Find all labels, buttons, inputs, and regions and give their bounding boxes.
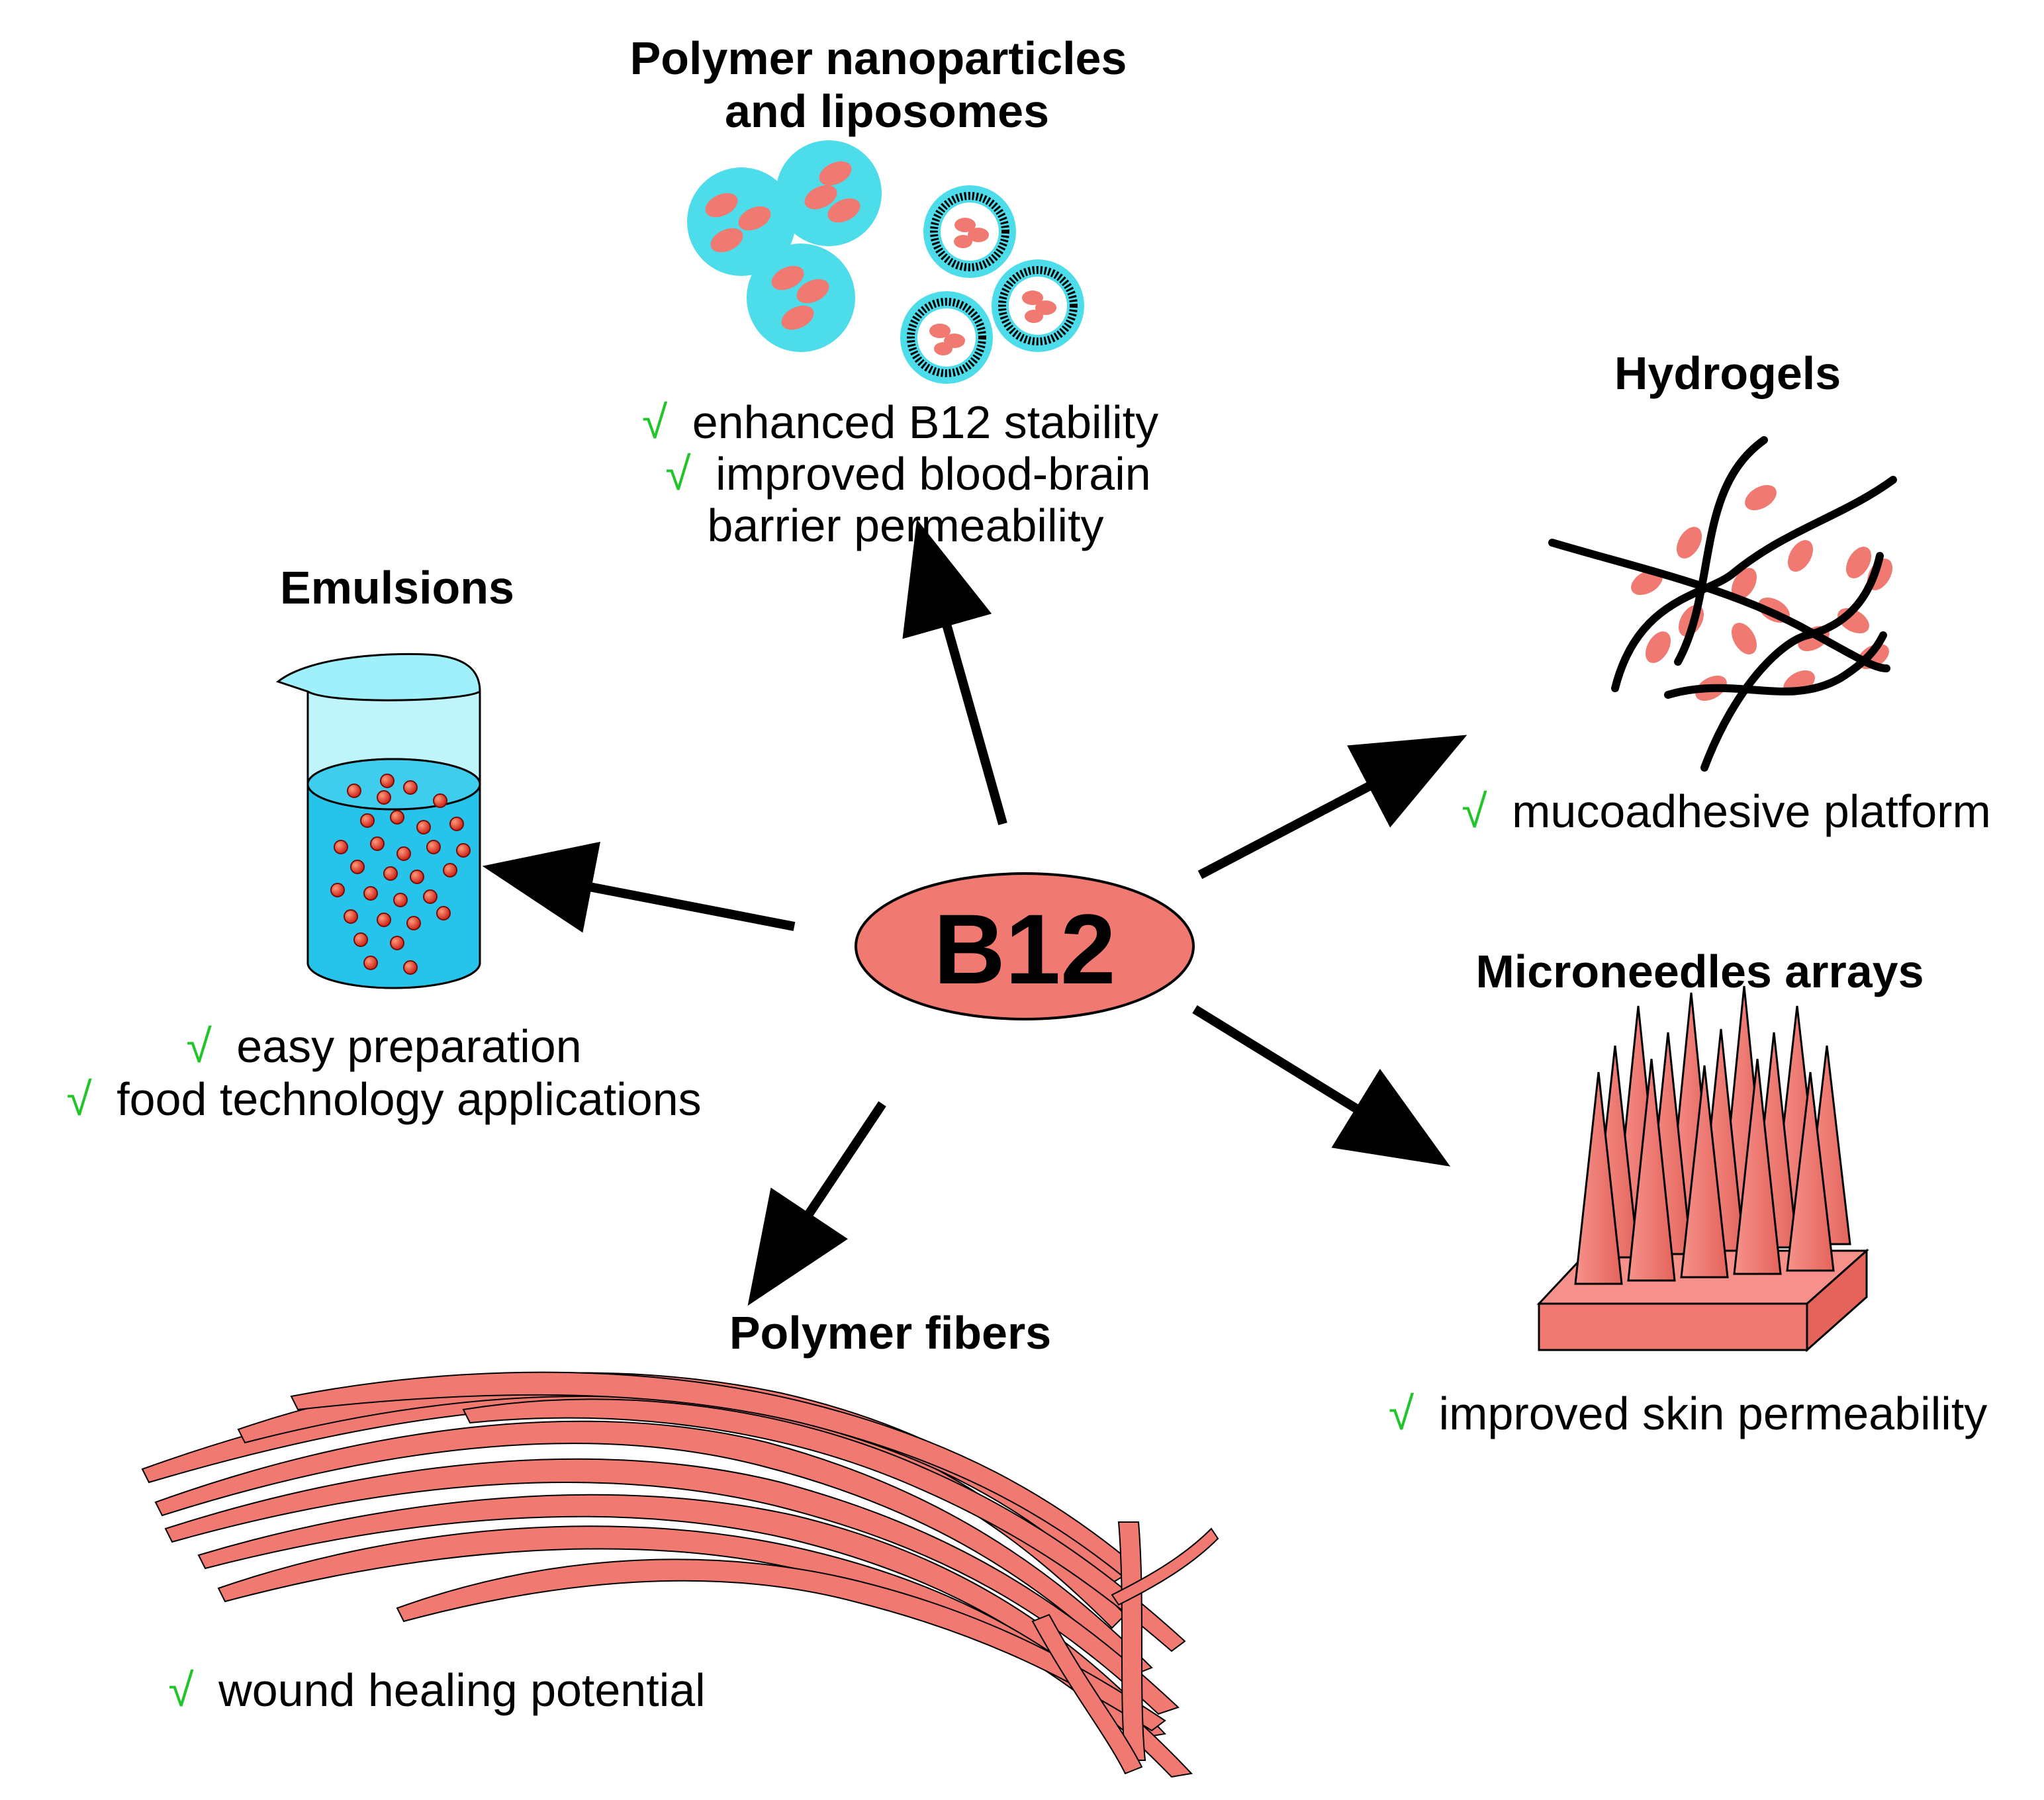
- emulsions-title: Emulsions: [280, 562, 514, 613]
- hydrogel-network-illustration: [1548, 436, 1897, 772]
- check-icon: √: [1462, 786, 1487, 837]
- polymer-nanoparticle: [776, 140, 882, 246]
- arrow-to-microneedles: [1192, 1005, 1451, 1167]
- arrow-to-fibers: [747, 1101, 886, 1306]
- check-icon: √: [168, 1664, 194, 1716]
- microneedle-array-illustration: [1536, 985, 1869, 1353]
- fibers-section: Polymer fibers √ wound healing potential: [141, 1307, 1219, 1778]
- nanoparticles-title-line2: and liposomes: [725, 85, 1049, 137]
- liposome-group: [900, 185, 1084, 384]
- microneedles-title: Microneedles arrays: [1475, 946, 1924, 997]
- check-icon: √: [186, 1020, 212, 1072]
- liposome: [923, 185, 1016, 278]
- nanoparticles-benefit-2: √ improved blood-brain: [665, 448, 1150, 500]
- polymer-fiber-bundle-illustration: [141, 1371, 1219, 1778]
- polymer-nanoparticle: [747, 244, 855, 352]
- b12-center-label: B12: [933, 893, 1115, 1005]
- check-icon: √: [1389, 1388, 1415, 1439]
- emulsions-benefit-1: √ easy preparation: [186, 1020, 581, 1072]
- nanoparticles-benefit-1: √ enhanced B12 stability: [642, 396, 1158, 448]
- nanoparticles-benefit-3: barrier permeability: [707, 500, 1103, 551]
- b12-center-node: B12: [855, 872, 1195, 1020]
- beaker-illustration: [275, 652, 481, 989]
- emulsions-benefit-2: √ food technology applications: [66, 1073, 701, 1125]
- fibers-benefit-1: √ wound healing potential: [168, 1664, 705, 1716]
- microneedle-cones: [1574, 985, 1851, 1285]
- microneedles-benefit-1: √ improved skin permeability: [1389, 1388, 1988, 1439]
- arrows: [482, 519, 1467, 1306]
- polymer-nanoparticle-group: [687, 140, 882, 352]
- check-icon: √: [642, 396, 668, 448]
- liposome: [900, 291, 993, 384]
- arrow-to-emulsions: [482, 841, 796, 933]
- liposome: [992, 259, 1084, 352]
- hydrogels-section: Hydrogels: [1462, 347, 1991, 837]
- fibers-title: Polymer fibers: [729, 1307, 1051, 1359]
- nanoparticles-title-line1: Polymer nanoparticles: [630, 32, 1127, 84]
- check-icon: √: [66, 1073, 92, 1125]
- check-icon: √: [665, 448, 691, 500]
- hydrogels-benefit-1: √ mucoadhesive platform: [1462, 786, 1991, 837]
- emulsions-section: Emulsions √: [66, 562, 701, 1125]
- polymer-nanoparticle: [687, 167, 796, 276]
- emulsion-droplets: [330, 774, 471, 975]
- arrow-to-hydrogels: [1197, 735, 1467, 879]
- microneedles-section: Microneedles arrays: [1389, 946, 1988, 1439]
- arrow-to-nanoparticles: [902, 519, 1007, 825]
- nanoparticles-section: Polymer nanoparticles and liposomes: [630, 32, 1159, 551]
- hydrogels-title: Hydrogels: [1614, 347, 1841, 399]
